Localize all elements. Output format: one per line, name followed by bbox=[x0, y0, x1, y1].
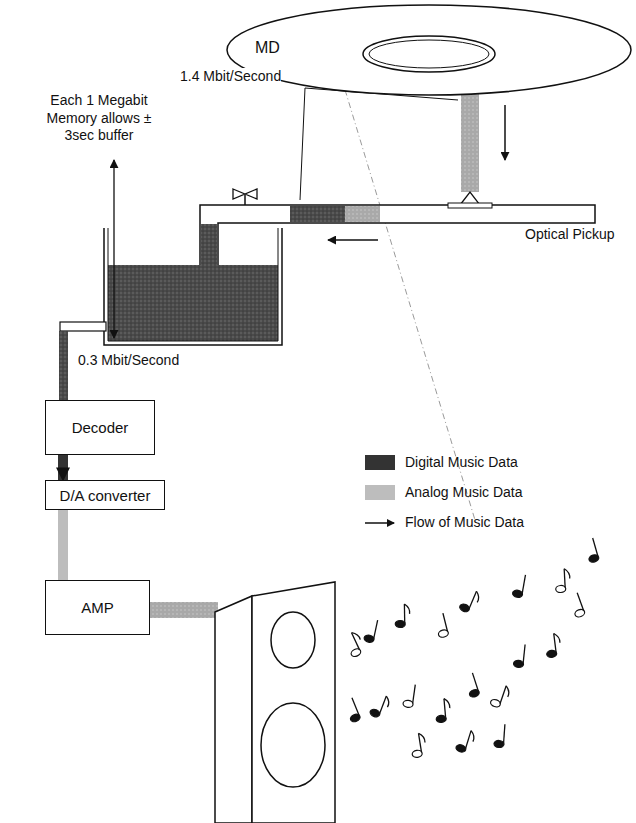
music-note bbox=[584, 538, 600, 563]
buffer-note: Each 1 Megabit Memory allows ± 3sec buff… bbox=[40, 92, 158, 145]
valve bbox=[233, 189, 257, 199]
legend-swatch bbox=[365, 485, 395, 500]
data-rate: 1.4 Mbit/Second bbox=[180, 68, 281, 86]
speaker bbox=[215, 596, 252, 823]
speaker bbox=[252, 582, 335, 823]
node-label: MD bbox=[255, 39, 280, 57]
music-note bbox=[544, 633, 561, 658]
music-note bbox=[555, 569, 571, 593]
digital-data bbox=[290, 206, 345, 222]
part-name: Optical Pickup bbox=[525, 226, 614, 244]
leader-line bbox=[300, 88, 305, 200]
music-note bbox=[395, 604, 410, 628]
music-note bbox=[513, 644, 525, 668]
guide-line bbox=[330, 40, 475, 520]
music-note bbox=[568, 593, 585, 619]
buffer-tank bbox=[108, 228, 278, 341]
buffer-memory bbox=[108, 265, 278, 341]
laser-beam bbox=[461, 90, 479, 192]
music-note bbox=[409, 733, 427, 759]
flow-arrow bbox=[328, 239, 378, 241]
speaker-cone bbox=[261, 703, 325, 787]
buffer-arrow bbox=[113, 160, 114, 338]
process-box: Decoder bbox=[45, 400, 155, 455]
node-label: Decoder bbox=[72, 419, 129, 436]
process-box: AMP bbox=[45, 580, 150, 635]
music-note bbox=[343, 630, 366, 657]
music-note bbox=[455, 728, 476, 755]
data-flow-bar bbox=[58, 510, 68, 580]
flow-arrow bbox=[504, 105, 506, 160]
valve bbox=[244, 195, 246, 205]
data-flow-bar bbox=[58, 455, 68, 480]
legend-arrow bbox=[362, 513, 398, 533]
legend-label: Analog Music Data bbox=[405, 484, 523, 502]
legend-swatch bbox=[365, 455, 395, 470]
digital-data bbox=[345, 206, 380, 222]
node-label: AMP bbox=[81, 599, 114, 616]
music-note bbox=[459, 588, 482, 615]
music-note bbox=[343, 698, 361, 724]
music-note bbox=[434, 698, 451, 723]
music-notes bbox=[343, 538, 600, 758]
disc-outline bbox=[225, 3, 633, 97]
legend-label: Digital Music Data bbox=[405, 454, 518, 472]
buffer-tank bbox=[104, 228, 282, 345]
process-box: D/A converter bbox=[45, 480, 165, 510]
music-note bbox=[490, 683, 511, 710]
analog-data bbox=[150, 602, 218, 618]
music-note bbox=[403, 683, 416, 708]
music-note bbox=[494, 724, 506, 748]
data-rate: 0.3 Mbit/Second bbox=[78, 352, 179, 370]
optical-pickup bbox=[448, 203, 492, 208]
digital-data bbox=[59, 331, 68, 400]
music-note bbox=[434, 613, 449, 638]
music-note bbox=[369, 693, 391, 720]
node-label: D/A converter bbox=[60, 487, 151, 504]
disc: MD bbox=[225, 3, 633, 97]
music-note bbox=[512, 573, 526, 598]
music-note bbox=[463, 673, 480, 698]
speaker-cone bbox=[271, 612, 315, 668]
outlet-tap bbox=[60, 322, 106, 331]
music-note bbox=[363, 618, 378, 643]
legend-label: Flow of Music Data bbox=[405, 514, 524, 532]
